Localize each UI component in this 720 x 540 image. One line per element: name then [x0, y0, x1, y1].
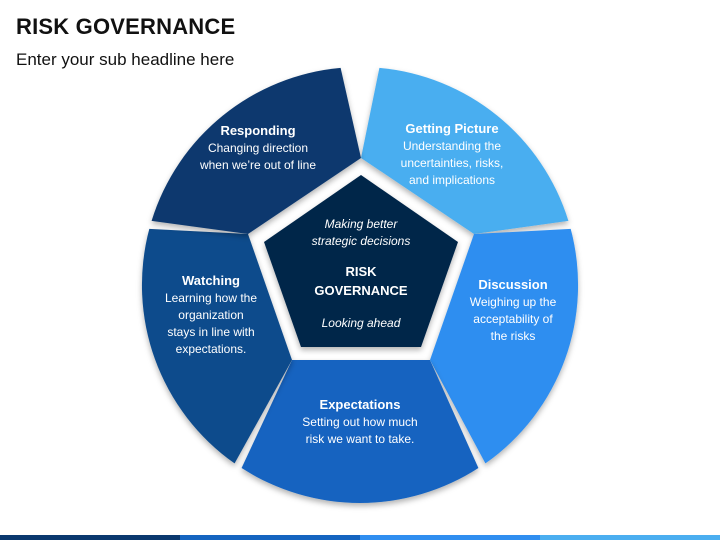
- segment-description-line: Weighing up the: [470, 295, 557, 309]
- center-pentagon: Making better strategic decisions RISK G…: [264, 175, 458, 347]
- page-title: RISK GOVERNANCE: [16, 14, 236, 39]
- segment-description-line: organization: [178, 308, 243, 322]
- page-subtitle: Enter your sub headline here: [16, 50, 235, 69]
- segment-description-line: the risks: [491, 329, 536, 343]
- segment-shape: [361, 67, 569, 235]
- segment-description-line: stays in line with: [167, 325, 254, 339]
- center-top-text-line2: strategic decisions: [312, 234, 411, 248]
- segment-description-line: Setting out how much: [302, 415, 417, 429]
- segment-title: Getting Picture: [405, 121, 498, 136]
- center-title-line1: RISK: [345, 264, 377, 279]
- footer-bar-segment: [540, 535, 720, 540]
- segment-description-line: and implications: [409, 173, 495, 187]
- segment-description-line: when we’re out of line: [199, 158, 316, 172]
- segment-description-line: Understanding the: [403, 139, 501, 153]
- segment-shape: [430, 228, 579, 464]
- segment-title: Responding: [220, 123, 295, 138]
- segment-description-line: Changing direction: [208, 141, 308, 155]
- segment-description-line: Learning how the: [165, 291, 257, 305]
- segment-title: Discussion: [478, 277, 547, 292]
- segment-description-line: risk we want to take.: [306, 432, 415, 446]
- footer-bar-segment: [360, 535, 540, 540]
- segment-title: Expectations: [320, 397, 401, 412]
- segment-title: Watching: [182, 273, 240, 288]
- center-top-text-line1: Making better: [325, 217, 399, 231]
- segment-shape: [141, 228, 292, 464]
- segment-shape: [241, 360, 479, 503]
- center-title-line2: GOVERNANCE: [314, 283, 408, 298]
- footer-bar: [0, 535, 720, 540]
- footer-bar-segment: [0, 535, 180, 540]
- center-bottom-text: Looking ahead: [322, 316, 401, 330]
- segment-description-line: acceptability of: [473, 312, 553, 326]
- footer-bar-segment: [180, 535, 360, 540]
- segment-description-line: expectations.: [176, 342, 247, 356]
- segment-description-line: uncertainties, risks,: [401, 156, 504, 170]
- segment-shape: [151, 67, 361, 235]
